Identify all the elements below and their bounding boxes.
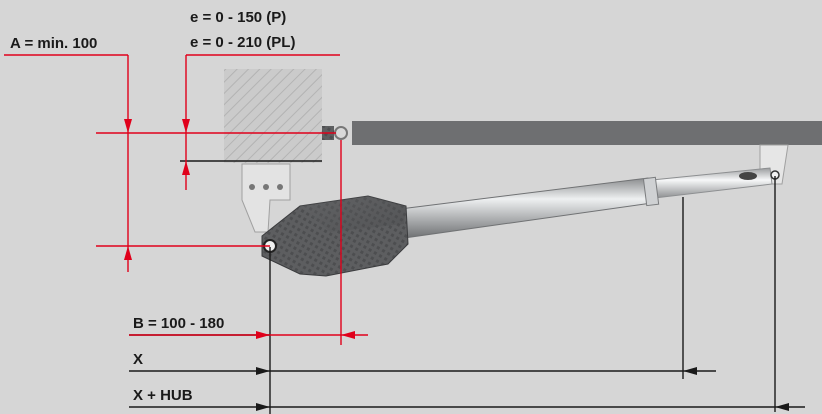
e-arrow-up-icon [182,161,190,175]
tube-collar [642,176,660,207]
wall-pillar [224,69,322,163]
label-b: B = 100 - 180 [133,315,224,332]
bracket-hole-icon [277,184,283,190]
e-arrow-down-icon [182,119,190,133]
x-arrow-left-icon [256,367,270,375]
hub-arrow-left-icon [256,403,270,411]
piston-tube [399,177,653,239]
wall-bracket-icon [241,163,291,233]
hub-arrow-right-icon [775,403,789,411]
piston-rod [651,167,773,199]
bracket-hole-icon [263,184,269,190]
b-arrow-right-icon [341,331,355,339]
bracket-hole-icon [249,184,255,190]
label-e-p: e = 0 - 150 (P) [190,9,286,26]
label-x: X [133,351,143,368]
hinge-icon [334,126,348,140]
label-a: A = min. 100 [10,35,97,52]
b-arrow-left-icon [256,331,270,339]
motor-housing-highlight [300,196,406,232]
x-arrow-right-icon [683,367,697,375]
red-arrowheads [124,119,355,339]
black-reference-lines [129,160,805,414]
label-e-pl: e = 0 - 210 (PL) [190,34,295,51]
rod-end-icon [739,172,757,180]
a-arrow-up-icon [124,246,132,260]
gate-leaf [352,121,822,145]
black-arrowheads [256,367,789,411]
label-x-hub: X + HUB [133,387,193,404]
a-arrow-down-icon [124,119,132,133]
